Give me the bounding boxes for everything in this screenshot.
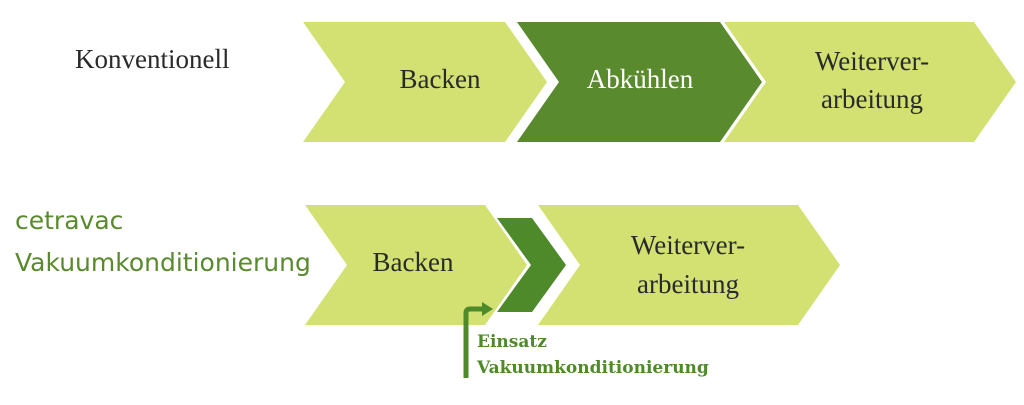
step-label-weiterverarbeitung-konventionell-line1: Weiterver- (815, 46, 929, 76)
step-label-weiterverarbeitung-cetravac-line1: Weiterver- (631, 230, 745, 260)
row-label-vakuumkonditionierung: Vakuumkonditionierung (15, 248, 311, 277)
step-label-backen-konventionell: Backen (400, 64, 481, 94)
row-label-cetravac: cetravac (15, 206, 124, 235)
insertion-arrow-icon (463, 306, 484, 378)
insertion-arrowhead-icon (482, 302, 493, 316)
insertion-note-line1: Einsatz (477, 332, 547, 352)
step-label-weiterverarbeitung-cetravac-line2: arbeitung (637, 269, 739, 299)
step-label-weiterverarbeitung-konventionell-line2: arbeitung (821, 84, 923, 114)
chevron-backen-konventionell (303, 22, 547, 142)
step-label-abkuehlen: Abkühlen (587, 64, 694, 94)
insertion-note: Einsatz Vakuumkonditionierung (477, 329, 709, 381)
chevron-weiterverarbeitung-cetravac (538, 205, 840, 325)
chevron-vakuumkonditionierung (497, 218, 566, 312)
chevron-abkuehlen (517, 22, 762, 142)
chevron-backen-cetravac (305, 205, 527, 325)
row-label-konventionell: Konventionell (75, 44, 230, 74)
step-label-backen-cetravac: Backen (373, 247, 454, 277)
insertion-note-line2: Vakuumkonditionierung (477, 358, 709, 378)
chevron-weiterverarbeitung-konventionell (724, 22, 1016, 142)
